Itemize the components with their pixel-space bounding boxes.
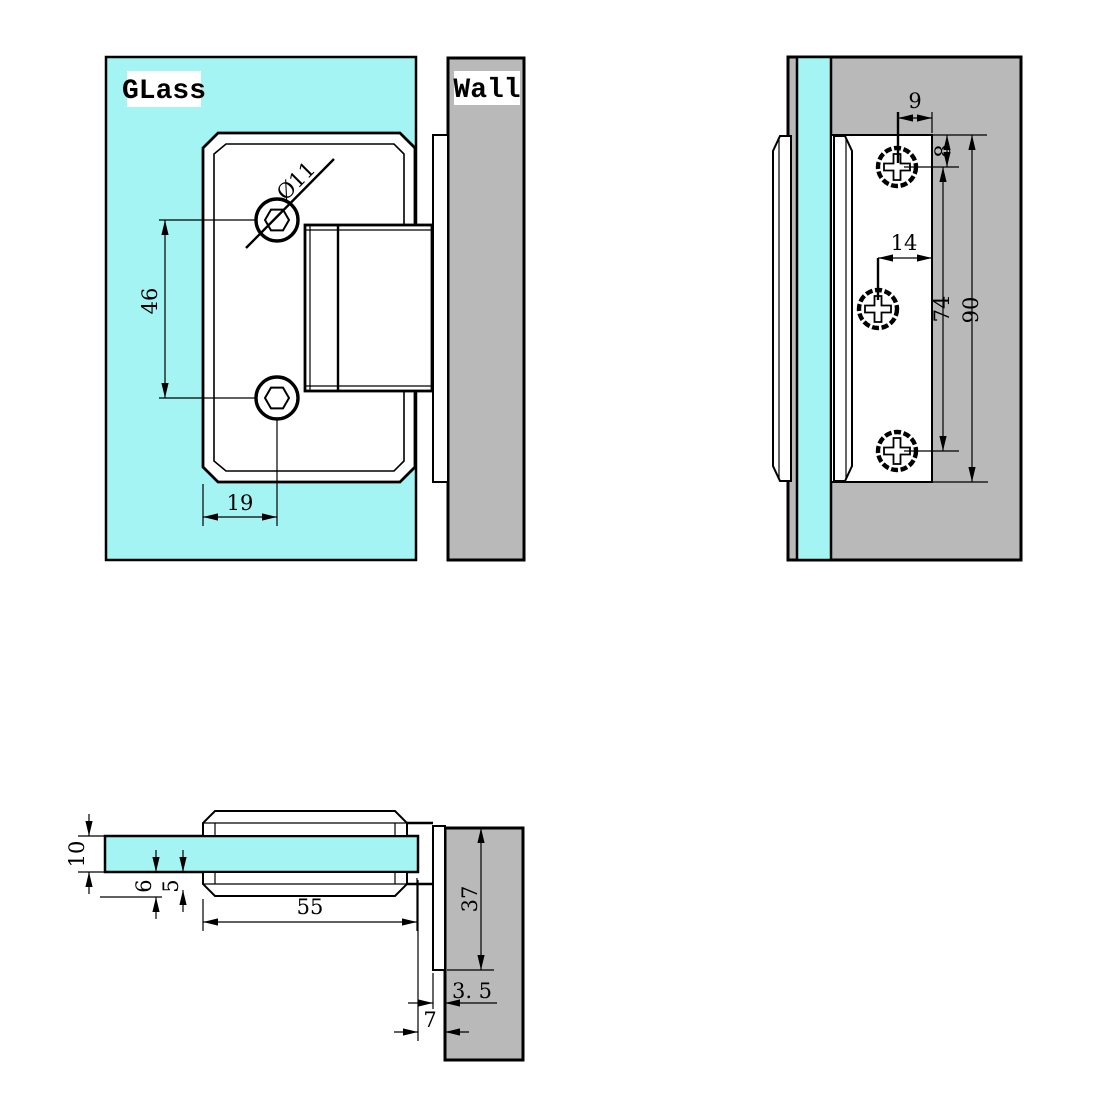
- clamp-bottom-bar: [202, 871, 408, 897]
- glass-edge: [795, 55, 833, 562]
- dim-text-5: 5: [159, 879, 183, 892]
- wall-plate-edge: [432, 825, 446, 971]
- hinge-knuckle: [303, 223, 434, 393]
- dim-text-55: 55: [297, 895, 324, 919]
- dim-text-19: 19: [227, 491, 254, 515]
- glass-panel: [103, 834, 420, 874]
- phillips-cross-icon: [864, 295, 892, 323]
- dim-text-6: 6: [132, 879, 156, 892]
- dim-text-46: 46: [138, 288, 162, 315]
- dim-middle-screw-offset: 14: [876, 231, 932, 300]
- side-screw-bottom: [875, 429, 919, 473]
- dim-text-3-5: 3. 5: [452, 979, 492, 1003]
- dim-screw-to-edge: 9: [896, 89, 933, 163]
- dim-glass-thickness: 10: [65, 814, 104, 894]
- hex-socket-icon: [263, 208, 291, 232]
- dim-text-14: 14: [891, 231, 918, 255]
- dim-text-74: 74: [930, 296, 954, 323]
- dim-plate-height: 90: [932, 135, 988, 483]
- front-screw-top: [254, 197, 300, 243]
- dim-wall-gap: 7: [394, 880, 469, 1041]
- clamp-right-edge: [833, 135, 853, 482]
- front-screw-bottom: [254, 375, 300, 421]
- hex-socket-icon: [263, 386, 291, 410]
- dim-text-37: 37: [458, 886, 482, 913]
- dim-screw-span: 74: [904, 167, 959, 452]
- wall-panel: [446, 56, 526, 562]
- section-view: 10 6 5 55 37: [65, 810, 525, 1062]
- wall-plate-tab: [432, 134, 449, 483]
- dim-hole-edge-offset: 19: [202, 420, 278, 526]
- hinge-body-inner-outline: [213, 143, 405, 472]
- dim-plate-thickness: 3. 5: [408, 973, 497, 1009]
- wall-label-box: [454, 71, 520, 105]
- side-view: 9 8 14 74 90: [772, 55, 1023, 562]
- clamp-top-bar: [202, 810, 408, 837]
- wall-label: Wall: [453, 75, 520, 106]
- knuckle-outline: [303, 223, 434, 393]
- wall-panel: [443, 826, 525, 1062]
- dim-hole-spacing: 46: [138, 219, 257, 399]
- clamp-outline: [772, 135, 792, 482]
- phillips-cross-icon: [883, 437, 911, 465]
- dim-clamp-width: 55: [202, 878, 418, 931]
- clamp-outline: [833, 135, 853, 482]
- dim-text-9: 9: [908, 89, 921, 113]
- dim-text-90: 90: [959, 297, 983, 324]
- dim-text-8: 8: [931, 144, 955, 157]
- glass-label-box: [127, 71, 201, 107]
- dim-text-7: 7: [423, 1008, 436, 1032]
- front-view: Ø11 46 19 GLass Wall: [104, 55, 526, 562]
- dim-plate-length: 37: [447, 828, 494, 971]
- dim-top-screw-offset: 8: [904, 134, 987, 168]
- dim-clamp-offset-b: 5: [159, 850, 187, 912]
- glass-label: GLass: [122, 76, 206, 107]
- leader-line: [245, 158, 335, 249]
- dim-clamp-offset-a: 6: [100, 850, 162, 919]
- clamp-left-edge: [772, 135, 792, 482]
- phillips-cross-icon: [883, 153, 911, 181]
- dim-text-10: 10: [65, 841, 89, 868]
